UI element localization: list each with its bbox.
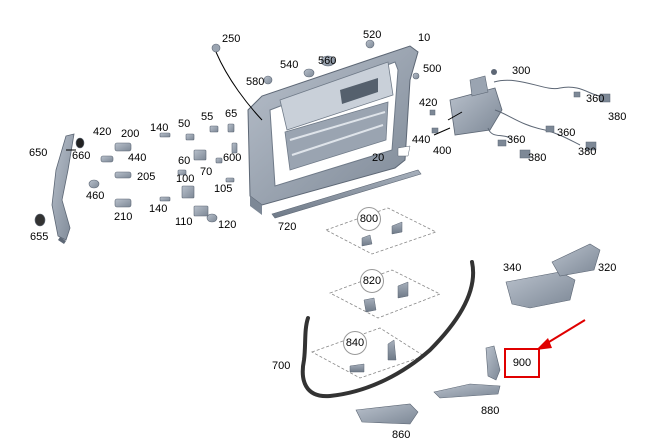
panel-340 [505,271,576,309]
part-label-circled: 800 [357,207,381,231]
hinge-pillar [51,133,75,241]
part-label: 60 [178,155,191,167]
part-label: 360 [507,134,526,146]
part-label: 50 [178,118,191,130]
sill-strip [271,169,422,219]
part-label: 655 [30,231,49,243]
part-label: 205 [137,171,156,183]
part-label: 720 [278,221,297,233]
part-label: 440 [128,152,147,164]
highlighted-part-900[interactable]: 900 [504,348,540,378]
part-label: 860 [392,429,411,441]
door-seal [300,260,476,399]
part-label: 420 [93,126,112,138]
part-label: 210 [114,211,133,223]
part-label: 520 [363,29,382,41]
part-label: 360 [557,127,576,139]
part-label: 880 [481,405,500,417]
small-parts [34,123,238,227]
part-label: 500 [423,63,442,75]
part-label-circled: 820 [360,269,384,293]
part-label: 660 [72,150,91,162]
highlight-arrow [536,319,586,350]
part-label: 105 [214,183,233,195]
part-label: 400 [433,145,452,157]
bracket-900 [485,345,501,381]
part-label: 20 [372,152,385,164]
panel-320 [551,243,601,277]
part-label: 360 [586,93,605,105]
part-label: 200 [121,128,140,140]
part-label: 380 [608,111,627,123]
part-label: 540 [280,59,299,71]
part-860 [355,403,419,425]
part-label: 420 [419,97,438,109]
part-label: 65 [225,108,238,120]
part-label: 340 [503,262,522,274]
part-880 [433,383,501,399]
part-label: 100 [176,173,195,185]
part-label: 440 [412,134,431,146]
lock-mechanism [397,69,611,159]
part-label: 10 [418,32,431,44]
part-label: 580 [246,76,265,88]
part-label: 380 [578,146,597,158]
part-label: 55 [201,111,214,123]
leader-lines [66,51,463,151]
part-label: 140 [150,122,169,134]
part-label: 460 [86,190,105,202]
part-label: 380 [528,152,547,164]
part-label: 560 [318,55,337,67]
part-label: 700 [272,360,291,372]
part-label: 110 [175,216,193,228]
door-frame [247,45,419,215]
part-label: 140 [149,203,168,215]
fasteners-top [211,39,420,85]
part-label: 70 [200,166,213,178]
part-label: 650 [29,147,48,159]
film-sheets [311,207,441,379]
part-label: 300 [512,65,531,77]
part-label: 320 [598,262,617,274]
part-label: 250 [222,33,241,45]
part-label: 120 [218,219,237,231]
part-label-circled: 840 [343,331,367,355]
part-label: 600 [223,152,242,164]
